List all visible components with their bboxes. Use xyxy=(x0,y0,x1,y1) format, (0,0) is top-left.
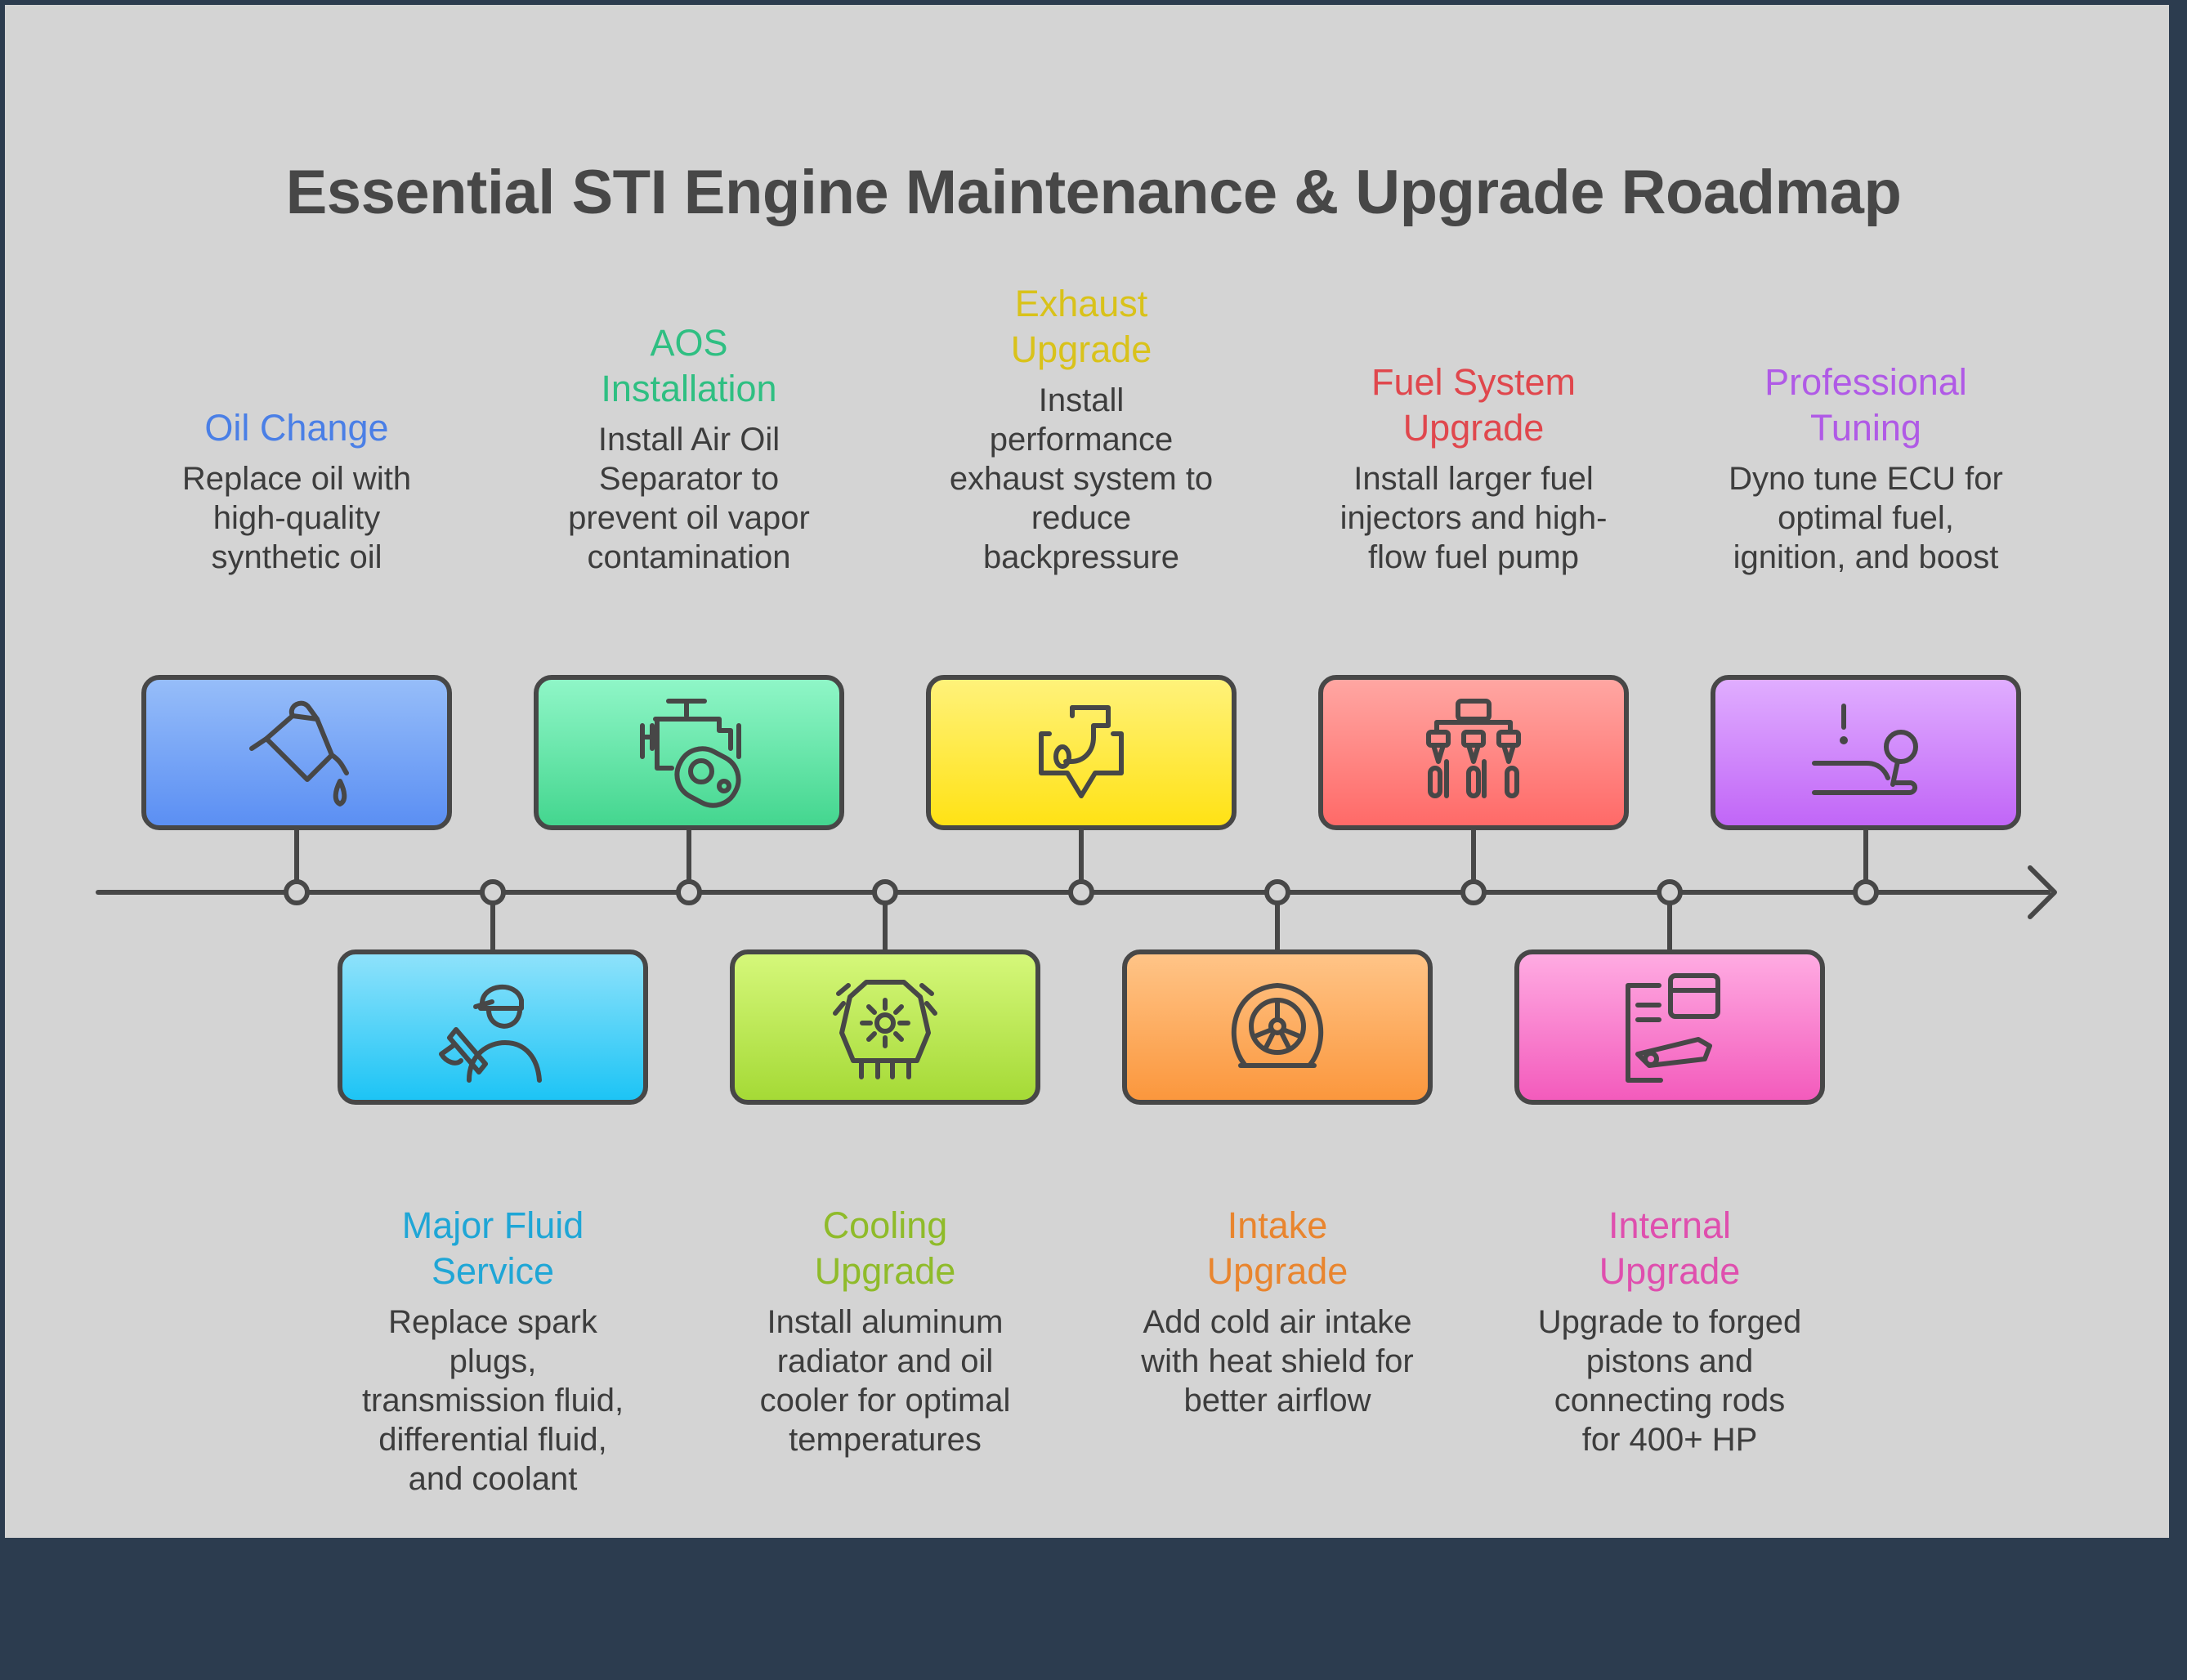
step-title: Fuel System Upgrade xyxy=(1371,361,1577,449)
timeline-node xyxy=(1264,879,1290,905)
step-box-engine-separator xyxy=(534,675,844,830)
exhaust-pipe-icon xyxy=(1039,705,1124,798)
footer-bar xyxy=(0,1538,2187,1680)
radiator-gear-icon xyxy=(833,980,937,1079)
step-description: Install larger fuel injectors and high-f… xyxy=(1339,461,1608,575)
timeline-node xyxy=(284,879,310,905)
step-description: Install Air Oil Separator to prevent oil… xyxy=(568,422,810,575)
step-title: Intake Upgrade xyxy=(1206,1204,1348,1292)
step-box-dyno-tuning xyxy=(1711,675,2021,830)
step-title: Exhaust Upgrade xyxy=(1010,283,1152,370)
step-description: Install performance exhaust system to re… xyxy=(949,382,1214,575)
turbo-intake-icon xyxy=(1231,983,1324,1068)
step-title: Internal Upgrade xyxy=(1599,1204,1741,1292)
timeline-node xyxy=(480,879,506,905)
step-description: Dyno tune ECU for optimal fuel, ignition… xyxy=(1729,461,2003,575)
timeline-arrowhead xyxy=(2028,865,2057,919)
step-title: Professional Tuning xyxy=(1764,361,1967,449)
forged-internals-icon xyxy=(1626,973,1720,1083)
oil-can-icon xyxy=(249,700,349,806)
mechanic-icon xyxy=(439,985,542,1083)
step-description: Add cold air intake with heat shield for… xyxy=(1141,1304,1414,1419)
step-description: Replace spark plugs, transmission fluid,… xyxy=(361,1304,624,1497)
step-box-turbo-intake xyxy=(1122,949,1433,1105)
timeline-node xyxy=(1657,879,1683,905)
timeline-node xyxy=(872,879,898,905)
step-title: Oil Change xyxy=(204,407,389,449)
dyno-tuning-icon xyxy=(1812,704,1918,795)
step-description: Replace oil with high-quality synthetic … xyxy=(181,461,412,575)
timeline-node xyxy=(1460,879,1487,905)
fuel-injectors-icon xyxy=(1426,699,1521,798)
step-box-radiator-gear xyxy=(730,949,1040,1105)
step-box-forged-internals xyxy=(1514,949,1825,1105)
step-box-exhaust-pipe xyxy=(926,675,1237,830)
timeline-node xyxy=(676,879,702,905)
page-title: Essential STI Engine Maintenance & Upgra… xyxy=(285,158,1902,227)
step-box-oil-can xyxy=(141,675,452,830)
step-title: AOS Installation xyxy=(601,322,777,409)
step-title: Cooling Upgrade xyxy=(814,1204,956,1292)
step-description: Install aluminum radiator and oil cooler… xyxy=(759,1304,1011,1458)
step-box-fuel-injectors xyxy=(1318,675,1629,830)
step-box-mechanic xyxy=(338,949,648,1105)
timeline-node xyxy=(1068,879,1094,905)
step-title: Major Fluid Service xyxy=(401,1204,584,1292)
engine-separator-icon xyxy=(640,699,741,808)
timeline-node xyxy=(1853,879,1879,905)
step-description: Upgrade to forged pistons and connecting… xyxy=(1537,1304,1802,1458)
